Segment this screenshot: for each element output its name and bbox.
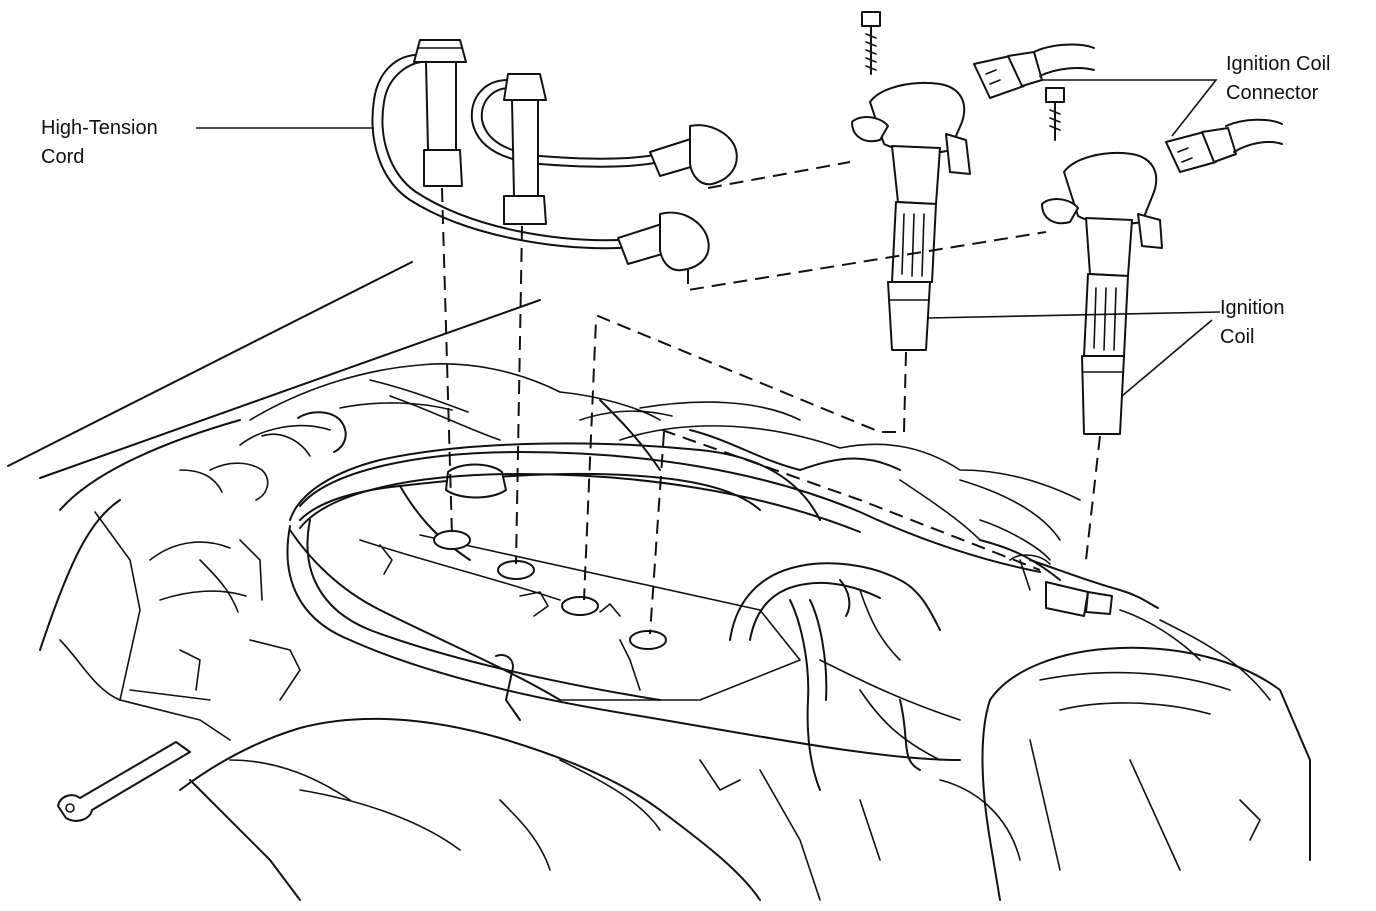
label-ignition-coil-connector: Ignition Coil Connector xyxy=(1226,50,1331,108)
leader-lines xyxy=(196,79,1221,397)
label-ignition-coil-line-2: Coil xyxy=(1220,326,1255,348)
label-high-tension-cord: High-Tension Cord xyxy=(41,114,158,172)
label-ignition-coil-connector-line-1: Ignition Coil xyxy=(1226,53,1331,75)
assembly-guide-lines xyxy=(441,161,1101,635)
label-ignition-coil: Ignition Coil xyxy=(1220,294,1285,352)
high-tension-cords xyxy=(371,39,738,272)
label-high-tension-cord-line-1: High-Tension xyxy=(41,117,158,139)
label-high-tension-cord-line-2: Cord xyxy=(41,146,85,168)
coil-connectors xyxy=(973,43,1283,173)
label-ignition-coil-line-1: Ignition xyxy=(1220,297,1285,319)
ignition-coils xyxy=(851,11,1163,435)
label-ignition-coil-connector-line-2: Connector xyxy=(1226,82,1319,104)
